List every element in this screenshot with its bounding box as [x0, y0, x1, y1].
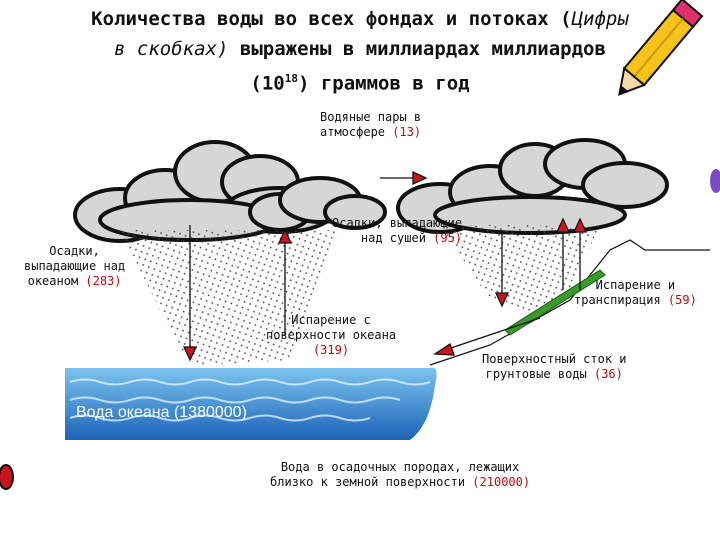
title-line-3: (1018) граммов в год [250, 72, 470, 95]
label-ocean-water: Вода океана (1380000) [76, 404, 247, 421]
arrow-runoff-head [433, 343, 455, 356]
label-land-evaporation: Испарение и транспирация (59) [574, 278, 697, 307]
arrow-ocean-evap-head [277, 228, 293, 244]
cloud-middle [248, 176, 387, 232]
ocean [65, 367, 437, 440]
land-line [429, 239, 710, 366]
water-cycle-diagram [65, 138, 710, 440]
arrow-evap-2-head [572, 217, 588, 233]
arrow-evap-1-head [555, 217, 571, 233]
arrow-land-precip-head [494, 292, 510, 308]
left-edge-marker-icon [0, 464, 14, 490]
right-edge-marker-icon [710, 169, 720, 193]
title-line-2: в скобках) выражены в миллиардах миллиар… [114, 38, 606, 60]
arrow-vapor-head [412, 170, 428, 186]
title-line-1: Количества воды во всех фондах и потоках… [91, 8, 629, 30]
page-title: Количества воды во всех фондах и потоках… [0, 4, 720, 98]
label-sediment-water: Вода в осадочных породах, лежащих близко… [270, 460, 531, 489]
ocean-waves [69, 378, 431, 422]
label-runoff: Поверхностный сток и грунтовые воды (36) [482, 352, 627, 381]
label-ocean-precipitation: Осадки, выпадающие над океаном (283) [24, 244, 126, 288]
label-land-precipitation: Осадки, выпадающие над сушей (95) [332, 216, 463, 245]
arrow-runoff [444, 317, 541, 351]
pencil-icon [618, 0, 704, 96]
label-ocean-evaporation: Испарение с поверхности океана (319) [266, 313, 397, 357]
flow-arrows [182, 170, 588, 362]
rain-land [440, 225, 600, 315]
arrow-ocean-precip-head [182, 346, 198, 362]
label-atmosphere-vapor: Водяные пары в атмосфере (13) [320, 110, 422, 139]
